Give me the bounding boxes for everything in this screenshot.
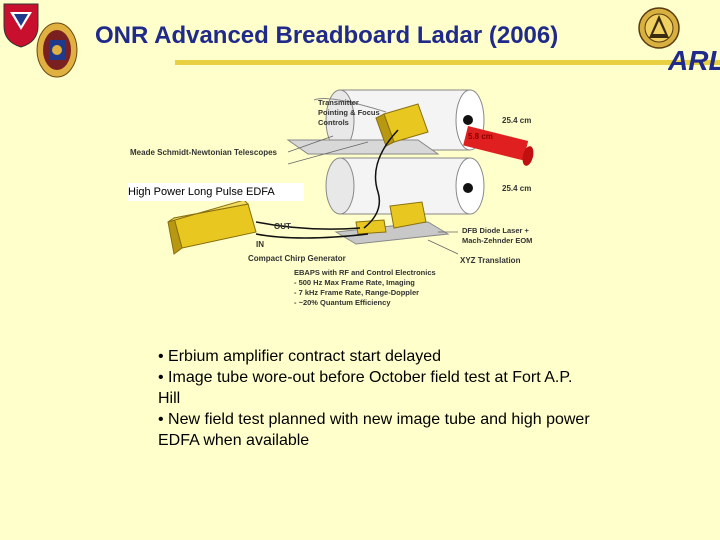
out-label: OUT [274,222,291,231]
edfa-box [167,199,257,255]
laser-tube [463,126,534,166]
edfa-label: High Power Long Pulse EDFA [128,186,275,198]
dim-laser-label: 5.8 cm [468,132,493,141]
slide-title: ONR Advanced Breadboard Ladar (2006) [95,22,559,49]
bullet-item: • Erbium amplifier contract start delaye… [158,348,442,365]
arl-logo-text: ARL [668,45,720,76]
bullet-item: • New field test planned with new image … [158,411,590,449]
title-underline [175,60,675,65]
army-seal-logo [2,2,40,48]
title-underline-right [675,60,720,65]
transmitter-label-2: Pointing & Focus [318,108,380,117]
in-label: IN [256,240,264,249]
crest-seal-logo [36,22,78,78]
ebaps-label-2: - 500 Hz Max Frame Rate, Imaging [294,278,415,287]
corps-emblem-logo [638,6,680,50]
telescopes-label: Meade Schmidt-Newtonian Telescopes [130,148,277,157]
ebaps-label-4: - ~20% Quantum Efficiency [294,298,391,307]
dfb-label-1: DFB Diode Laser + [462,226,529,235]
dim-bottom-label: 25.4 cm [502,184,532,193]
chirp-label: Compact Chirp Generator [248,254,346,263]
ladar-diagram: Transmitter Pointing & Focus Controls Me… [128,82,548,312]
edfa-label-box [128,183,304,201]
transmitter-label-1: Transmitter [318,98,359,107]
ebaps-label-3: - 7 kHz Frame Rate, Range-Doppler [294,288,420,297]
ebaps-label-1: EBAPS with RF and Control Electronics [294,268,436,277]
dim-top-label: 25.4 cm [502,116,532,125]
dfb-label-2: Mach-Zehnder EOM [462,236,533,245]
arl-logo: ARL [667,42,720,76]
transmitter-label-3: Controls [318,118,349,127]
bullet-list: • Erbium amplifier contract start delaye… [158,346,598,451]
bullet-item: • Image tube wore-out before October fie… [158,369,573,407]
xyz-label: XYZ Translation [460,256,521,265]
